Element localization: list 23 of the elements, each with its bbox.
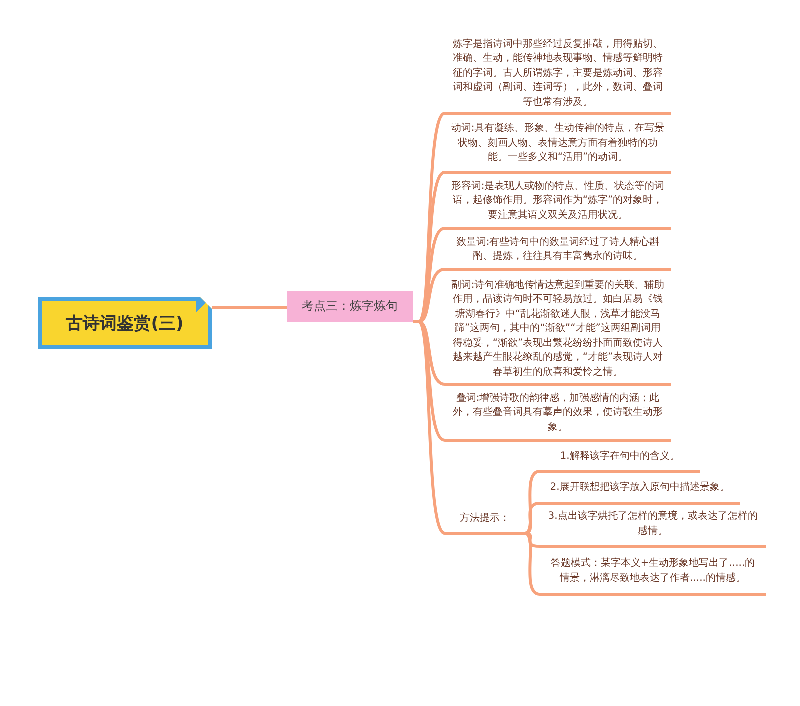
branch-line — [524, 502, 540, 535]
node-text: 叠词:增强诗歌的韵律感，加强感情的内涵；此外，有些叠音词具有摹声的效果，使诗歌生动形象。 — [452, 392, 664, 435]
node-text: 答题模式：某字本义+生动形象地写出了.....的情景，淋漓尽致地表达了作者.....的情感。 — [550, 557, 756, 586]
node-text: 炼字是指诗词中那些经过反复推敲，用得贴切、准确、生动，能传神地表现事物、情感等鲜明特征的字词。古人所谓炼字，主要是炼动词、形容词和虚词（副词、连词等），此外，数词、叠词等也常有涉及。 — [452, 38, 664, 110]
node-text: 数量词:有些诗句中的数量词经过了诗人精心斟酌、提炼，往往具有丰富隽永的诗味。 — [455, 236, 661, 264]
branch-text-node — [445, 234, 671, 271]
node-text: 考点三：炼字炼句 — [302, 298, 398, 315]
node-text: 方法提示： — [460, 512, 510, 526]
central-topic-box — [38, 297, 212, 349]
node-text: 1.解释该字在句中的含义。 — [560, 450, 680, 464]
node-text: 3.点出该字烘托了怎样的意境，或表达了怎样的感情。 — [547, 510, 759, 538]
node-text: 古诗词鉴赏(三) — [66, 312, 184, 334]
node-text: 副词:诗句准确地传情达意起到重要的关联、辅助作用，品读诗句时不可轻易放过。如白居易《钱塘湖春行》中“乱花渐欲迷人眼，浅草才能没马蹄”这两句，其中的“渐欲”“才能”这两组副词用得稳妥，“渐欲”表现出繁花纷纷扑面而致使诗人越来越产生眼花缭乱的感觉，“才能”表现诗人对春草初生的欣喜和爱怜之情。 — [451, 278, 665, 380]
branch-line — [524, 470, 540, 535]
branch-line — [524, 532, 540, 548]
branch-line — [212, 306, 287, 309]
node-text: 形容词:是表现人或物的特点、性质、状态等的词语，起修饰作用。形容词作为“炼字”的对象时，要注意其语义双关及活用状况。 — [451, 180, 665, 223]
node-text: 2.展开联想把该字放入原句中描述景象。 — [550, 481, 730, 496]
branch-line — [524, 532, 540, 596]
node-text: 动词:具有凝练、形象、生动传神的特点，在写景状物、刻画人物、表情达意方面有着独特的功能。一些多义和“活用”的动词。 — [451, 122, 665, 166]
branch-text-node — [445, 178, 671, 230]
branch-text-node — [445, 390, 671, 442]
topic-box — [287, 291, 413, 322]
